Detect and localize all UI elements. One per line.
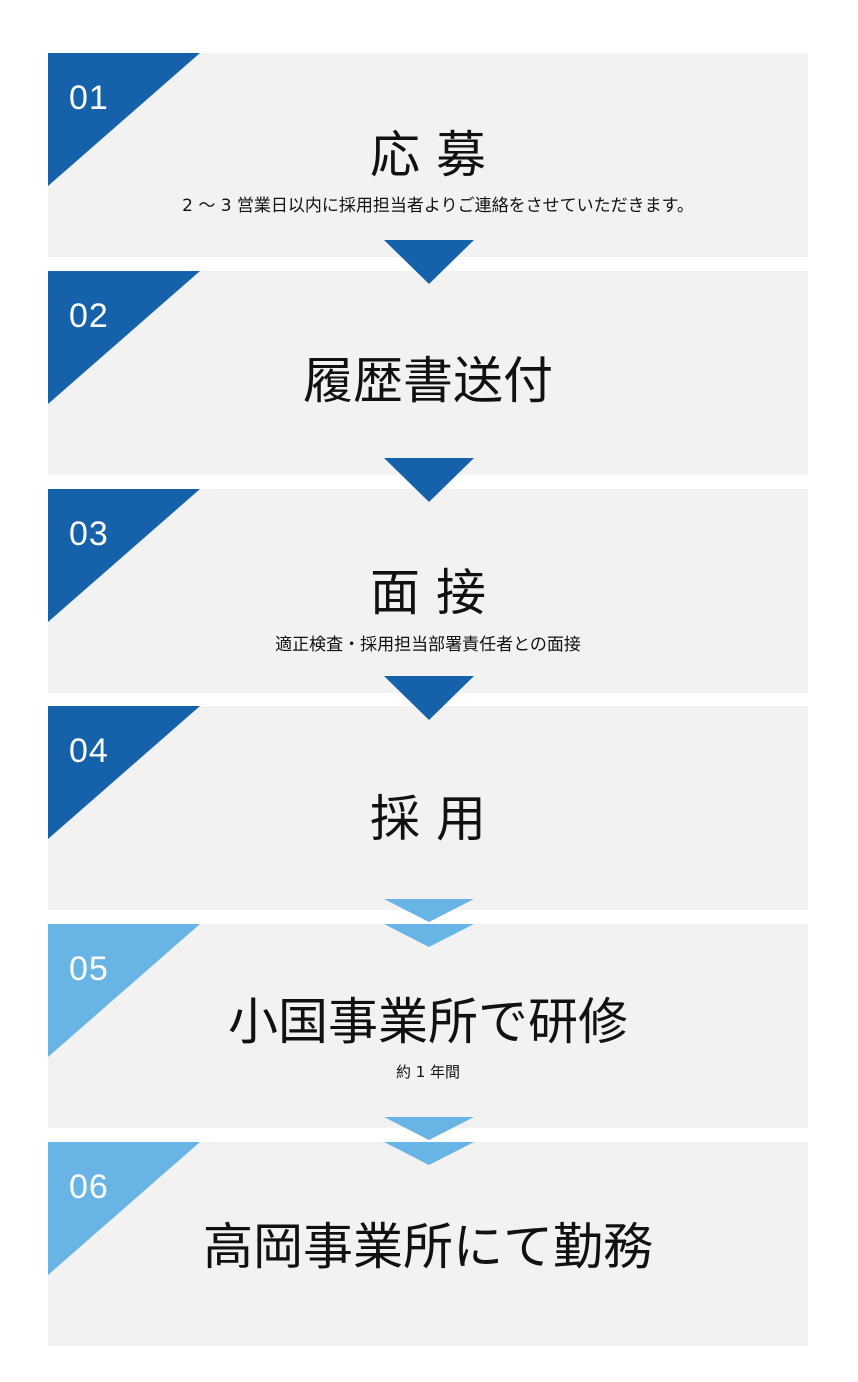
corner-badge: [48, 489, 200, 622]
step-title: 面 接: [370, 564, 486, 622]
corner-badge: [48, 706, 200, 839]
corner-badge: [48, 53, 200, 186]
step-subtitle: 2 〜 3 営業日以内に採用担当者よりご連絡をさせていただきます。: [182, 196, 694, 216]
corner-badge: [48, 271, 200, 404]
step-number: 03: [69, 515, 109, 553]
step-card-04: 04 採 用: [48, 706, 808, 910]
down-arrow-icon: [384, 676, 474, 720]
down-arrow-icon: [384, 458, 474, 502]
step-number: 02: [69, 297, 109, 335]
step-subtitle: 適正検査・採用担当部署責任者との面接: [275, 635, 581, 655]
step-card-06: 06 高岡事業所にて勤務: [48, 1142, 808, 1346]
step-card-05: 05 小国事業所で研修 約 1 年間: [48, 924, 808, 1128]
double-chevron-down-icon: [384, 1117, 474, 1165]
step-title: 高岡事業所にて勤務: [203, 1218, 653, 1276]
corner-badge: [48, 1142, 200, 1275]
step-title: 応 募: [370, 126, 486, 184]
down-arrow-icon: [384, 240, 474, 284]
corner-badge: [48, 924, 200, 1057]
step-card-02: 02 履歴書送付: [48, 271, 808, 475]
step-number: 04: [69, 732, 109, 770]
step-number: 05: [69, 950, 109, 988]
step-card-03: 03 面 接 適正検査・採用担当部署責任者との面接: [48, 489, 808, 693]
step-title: 採 用: [370, 790, 486, 848]
step-number: 06: [69, 1168, 109, 1206]
step-title: 小国事業所で研修: [228, 993, 628, 1051]
double-chevron-down-icon: [384, 899, 474, 947]
step-title: 履歴書送付: [303, 352, 553, 410]
step-card-01: 01 応 募 2 〜 3 営業日以内に採用担当者よりご連絡をさせていただきます。: [48, 53, 808, 257]
step-subtitle: 約 1 年間: [395, 1063, 461, 1081]
step-number: 01: [69, 79, 109, 117]
